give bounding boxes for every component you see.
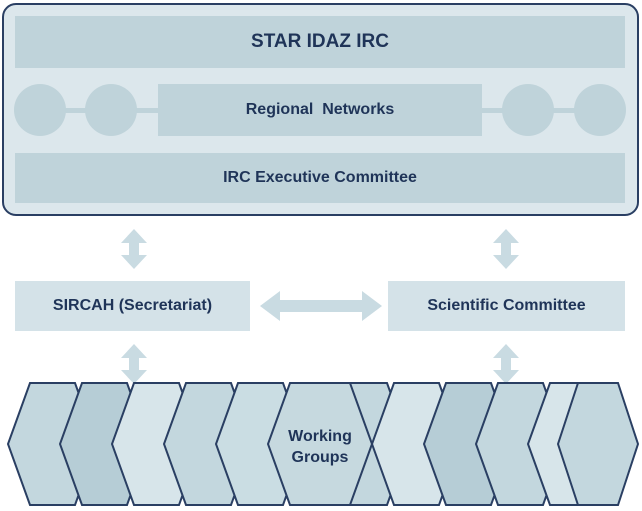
working-groups-line2: Groups xyxy=(291,449,349,466)
network-node xyxy=(574,84,626,136)
executive-committee: IRC Executive Committee xyxy=(15,153,625,203)
secretariat-box: SIRCAH (Secretariat) xyxy=(15,281,250,331)
hexagon xyxy=(556,382,640,506)
arrow-secretariat-scientific xyxy=(260,291,382,321)
working-groups-hexagons xyxy=(6,382,640,506)
arrow-irc-secretariat xyxy=(121,229,147,269)
scientific-committee-box: Scientific Committee xyxy=(388,281,625,331)
network-node xyxy=(85,84,137,136)
irc-title: STAR IDAZ IRC xyxy=(15,16,625,68)
working-groups-label: Working Groups xyxy=(270,418,370,478)
regional-networks: Regional Networks xyxy=(158,84,482,136)
hexagon-working-groups xyxy=(266,382,374,506)
arrow-irc-scientific xyxy=(493,229,519,269)
working-groups-line1: Working xyxy=(288,428,352,446)
network-node xyxy=(502,84,554,136)
network-node xyxy=(14,84,66,136)
arrow-secretariat-groups xyxy=(121,344,147,384)
arrow-scientific-groups xyxy=(493,344,519,384)
